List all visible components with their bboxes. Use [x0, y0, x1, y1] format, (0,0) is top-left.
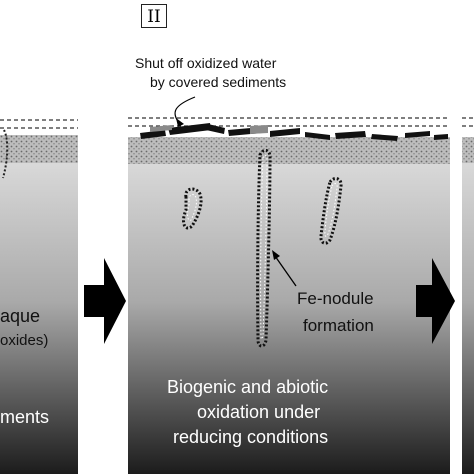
nodule-label-line-1: Fe-nodule: [297, 289, 374, 308]
nodule-label-line-2: formation: [303, 316, 374, 335]
covering-sediment-grey-flakes: [150, 125, 268, 134]
stage-label: II: [141, 4, 167, 28]
caption-line-1: Biogenic and abiotic: [167, 377, 329, 397]
fe-nodule-right: [319, 177, 343, 245]
center-panel: [128, 96, 450, 474]
nodule-pointer: [274, 255, 297, 287]
annotation-line-1: Shut off oxidized water: [135, 55, 277, 71]
fe-nodule-right-inner: [324, 183, 338, 237]
annotation-pointer-head: [176, 118, 184, 127]
fe-nodule-left-inner: [187, 194, 197, 221]
nodule-pointer-head: [272, 250, 280, 260]
fe-nodule-left: [182, 187, 203, 230]
process-arrow-1: [84, 258, 126, 344]
left-nodule: [2, 129, 9, 179]
right-panel: [462, 117, 474, 474]
left-fragment-3: ments: [0, 407, 50, 427]
caption-line-2: oxidation under: [197, 402, 321, 422]
left-sediment-layer: [0, 135, 78, 163]
right-soil-column: [462, 162, 474, 474]
left-soil-column: [0, 162, 78, 474]
right-sediment-layer: [462, 137, 474, 163]
caption-line-3: reducing conditions: [173, 427, 329, 447]
annotation-line-2: by covered sediments: [150, 74, 287, 90]
fe-nodule-vertical-inner: [260, 155, 268, 340]
center-soil-column: [128, 162, 450, 474]
left-panel: [0, 119, 78, 474]
left-fragment-2: oxides): [0, 332, 49, 349]
left-fragment-1: aque: [0, 306, 41, 326]
process-arrow-2: [416, 258, 455, 344]
center-sediment-layer: [128, 137, 450, 164]
